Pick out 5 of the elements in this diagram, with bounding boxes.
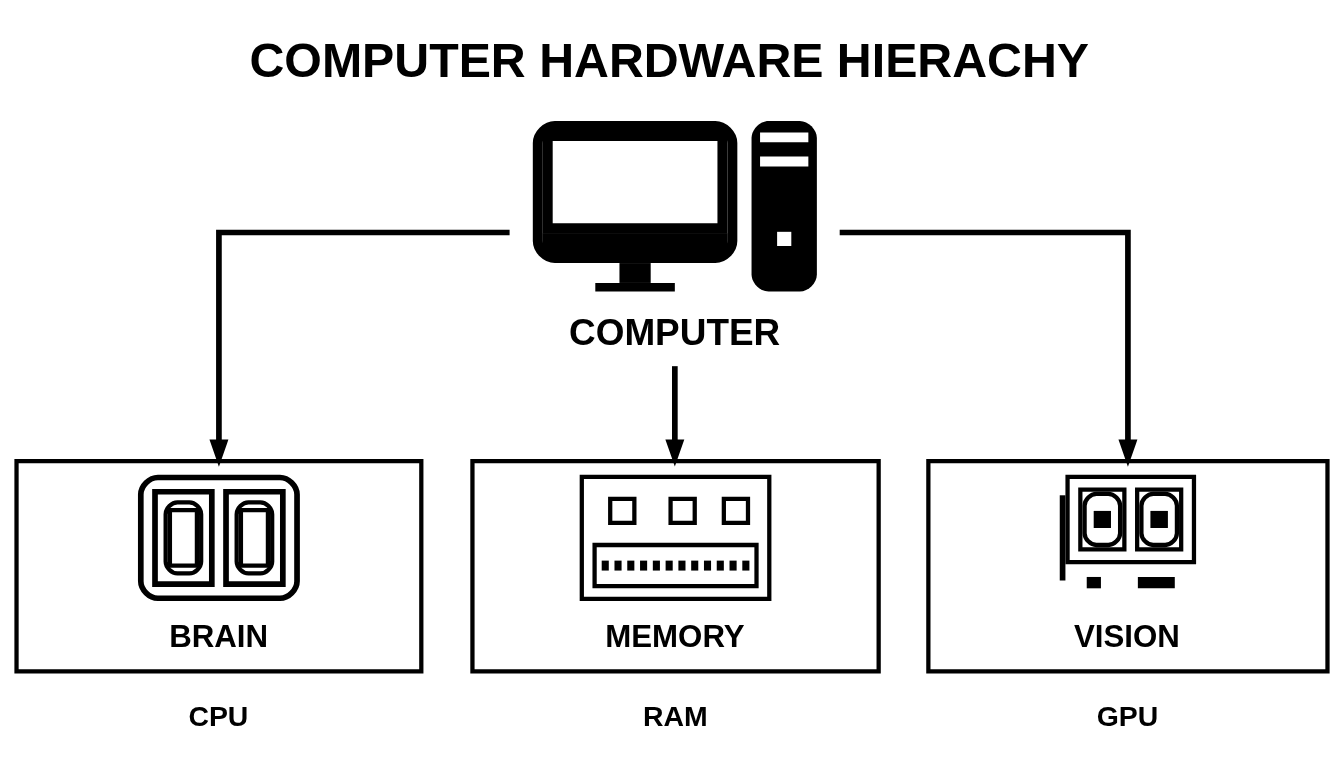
node-label: GPU (1096, 699, 1159, 732)
diagram-title: COMPUTER HARDWARE HIERACHY (249, 32, 1090, 87)
node-label: CPU (188, 699, 249, 732)
node-label: COMPUTER (569, 311, 781, 353)
node-label: RAM (642, 699, 708, 732)
